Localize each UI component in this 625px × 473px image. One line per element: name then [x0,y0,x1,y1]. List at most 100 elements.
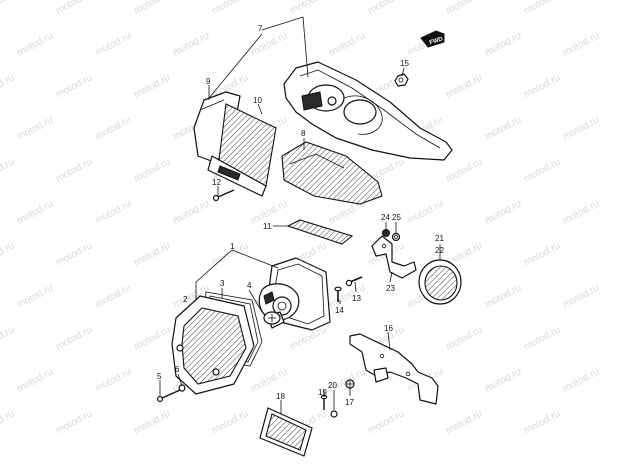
watermark-text: motod.ru [15,198,55,226]
watermark-text: motod.ru [132,72,172,100]
watermark-text: motod.ru [522,156,562,184]
callout-9: 9 [206,77,211,86]
nut-15 [394,73,409,87]
watermark-text: motod.ru [444,324,484,352]
license-bracket-16 [349,333,439,405]
watermark-text: motod.ru [93,114,133,142]
nut-20 [330,410,338,418]
front-marker-label: FWD [429,36,444,46]
watermark-text: motod.ru [249,30,289,58]
watermark-text: motod.ru [54,408,94,436]
watermark-text: motod.ru [483,30,523,58]
tail-housing-assembly [193,61,453,205]
watermark-text: motod.ru [210,408,250,436]
watermark-text: motod.ru [522,324,562,352]
callout-17: 17 [345,398,354,407]
watermark-text: motod.ru [15,282,55,310]
bulb-4 [263,311,281,325]
watermark-text: motod.ru [327,282,367,310]
watermark-text: motod.ru [54,324,94,352]
watermark-text: motod.ru [366,0,406,17]
callout-8: 8 [301,129,306,138]
watermark-text: motod.ru [444,156,484,184]
watermark-text: motod.ru [288,0,328,17]
callout-10: 10 [253,96,262,105]
watermark-text: motod.ru [522,408,562,436]
watermark-text: motod.ru [249,366,289,394]
watermark-text: motod.ru [561,198,601,226]
callout-25: 25 [392,213,401,222]
callout-1: 1 [230,242,235,251]
watermark-text: motod.ru [54,156,94,184]
bolt-13 [345,276,363,287]
watermark-text: motod.ru [93,30,133,58]
watermark-text: motod.ru [561,114,601,142]
watermark-text: motod.ru [0,240,16,268]
watermark-text: motod.ru [0,72,16,100]
watermark-text: motod.ru [483,366,523,394]
watermark-text: motod.ru [522,0,562,17]
watermark-text: motod.ru [171,198,211,226]
watermark-text: motod.ru [54,72,94,100]
front-direction-marker: FWD [420,30,445,48]
license-light-18 [259,407,313,457]
callout-4: 4 [247,281,252,290]
callout-24: 24 [381,213,390,222]
callout-18: 18 [276,392,285,401]
leader-lines [159,16,441,414]
watermark-text: motod.ru [132,324,172,352]
watermark-text: motod.ru [15,366,55,394]
watermark-text: motod.ru [561,30,601,58]
watermark-text: motod.ru [327,30,367,58]
reflector-bracket-23 [371,235,417,279]
callout-13: 13 [352,294,361,303]
watermark-text: motod.ru [522,72,562,100]
watermark-text: motod.ru [561,366,601,394]
watermark-text: motod.ru [132,0,172,17]
callout-6: 6 [175,365,180,374]
screw-12 [212,189,235,202]
watermark-text: motod.ru [366,408,406,436]
nut-24 [382,229,390,237]
watermark-text: motod.ru [15,30,55,58]
watermark-text: motod.ru [522,240,562,268]
watermark-text: motod.ru [0,0,16,17]
callout-7: 7 [258,24,263,33]
callout-labels: 7 9 10 8 15 12 11 1 3 4 2 5 6 24 25 21 2… [157,24,444,407]
callout-2: 2 [183,295,188,304]
watermark-text: motod.ru [483,282,523,310]
lens-2 [171,295,255,395]
watermark-text: motod.ru [0,324,16,352]
callout-16: 16 [384,324,393,333]
watermark-text: motod.ru [444,72,484,100]
bolt-17 [345,379,355,389]
callout-20: 20 [328,381,337,390]
watermark-text: motod.ru [132,408,172,436]
watermark-text: motod.ru [444,408,484,436]
watermark-text: motod.ru [132,240,172,268]
nut-25 [391,232,401,242]
watermark-text: motod.ru [210,0,250,17]
watermark-text: motod.ru [0,156,16,184]
callout-5: 5 [157,372,162,381]
watermark-text: motod.ru [93,198,133,226]
watermark-text: motod.ru [54,0,94,17]
watermark-text: motod.ru [483,114,523,142]
screw-5 [157,389,181,403]
callout-11: 11 [263,222,272,231]
gasket-11 [286,219,354,245]
watermark-text: motod.ru [171,30,211,58]
callout-21: 21 [435,234,444,243]
watermark-text: motod.ru [54,240,94,268]
bolt-14 [334,286,342,302]
callout-3: 3 [220,279,225,288]
watermark-text: motod.ru [444,0,484,17]
callout-12: 12 [212,178,221,187]
callout-19: 19 [318,388,327,397]
watermark-text: motod.ru [561,282,601,310]
watermark-text: motod.ru [132,156,172,184]
callout-23: 23 [386,284,395,293]
callout-14: 14 [335,306,344,315]
